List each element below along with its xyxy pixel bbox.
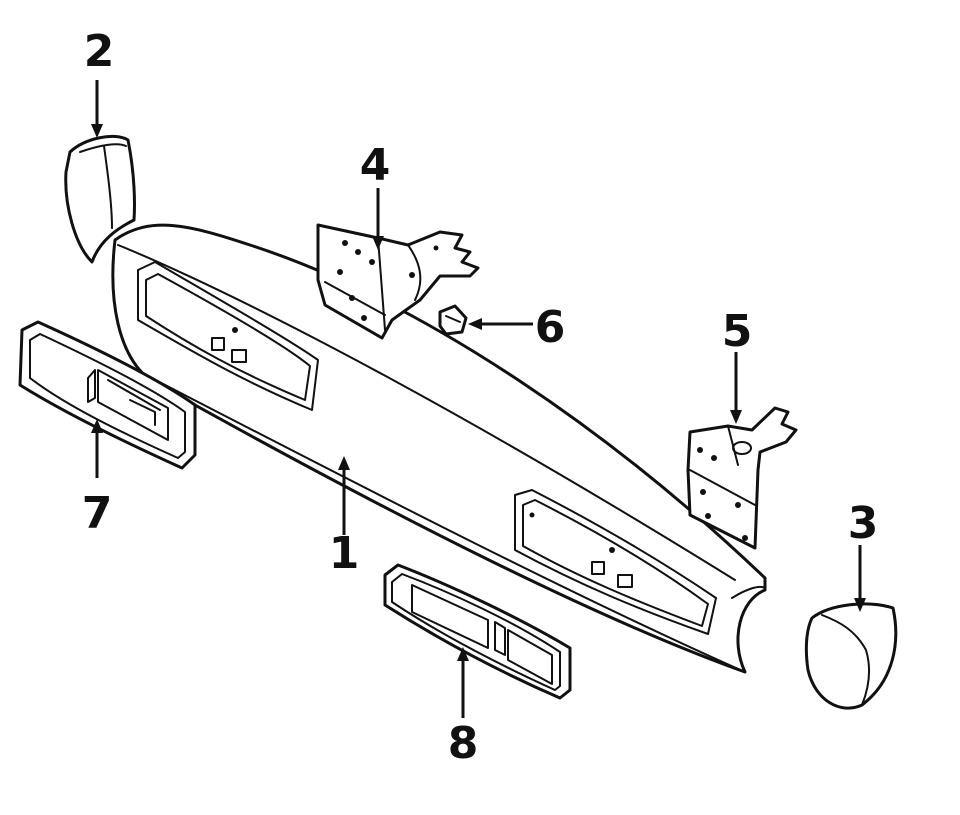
bumper-bar-part-1 bbox=[111, 223, 767, 674]
right-bracket-part-5 bbox=[686, 406, 798, 550]
left-grille-insert-part-7 bbox=[18, 320, 197, 470]
callout-4: 4 bbox=[360, 140, 391, 191]
callout-1: 1 bbox=[329, 528, 360, 579]
callout-5: 5 bbox=[722, 306, 753, 357]
callout-6: 6 bbox=[535, 302, 566, 353]
callout-labels: 1 2 3 4 5 6 7 8 bbox=[82, 26, 879, 769]
left-end-cap-part-2 bbox=[64, 134, 136, 264]
fastener-clip-part-6 bbox=[438, 304, 468, 336]
callout-7: 7 bbox=[82, 488, 113, 539]
leader-lines bbox=[91, 80, 866, 718]
callout-2: 2 bbox=[84, 26, 115, 77]
left-bracket-part-4 bbox=[316, 223, 480, 340]
right-end-cap-part-3 bbox=[804, 602, 898, 710]
callout-8: 8 bbox=[448, 718, 479, 769]
callout-3: 3 bbox=[848, 498, 879, 549]
right-grille-insert-part-8 bbox=[383, 563, 572, 700]
